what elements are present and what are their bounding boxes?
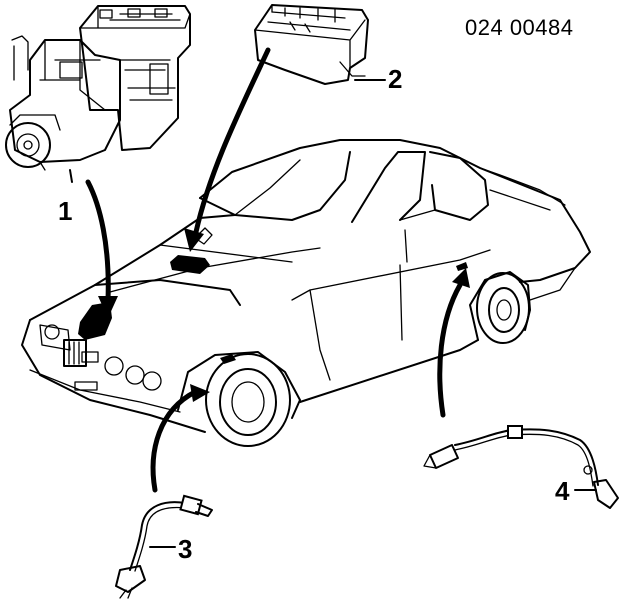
callout-4: 4 [555, 476, 570, 506]
callout-3: 3 [178, 534, 192, 564]
marker-front-sensor [220, 354, 236, 364]
rear-speed-sensor [423, 425, 619, 509]
callout-1: 1 [58, 196, 72, 226]
marker-hydraulic-unit [78, 302, 112, 340]
part-code: 024 00484 [465, 15, 574, 40]
front-speed-sensor [115, 494, 213, 599]
abs-hydraulic-unit [5, 5, 191, 183]
marker-control-module [170, 255, 210, 274]
arrow-3 [150, 384, 210, 493]
arrow-4 [437, 268, 470, 418]
callout-2: 2 [388, 64, 402, 94]
abs-control-module [254, 4, 386, 85]
arrow-2 [184, 47, 271, 252]
arrow-1 [85, 179, 118, 318]
car-outline [21, 139, 591, 447]
marker-rear-sensor [456, 262, 468, 271]
